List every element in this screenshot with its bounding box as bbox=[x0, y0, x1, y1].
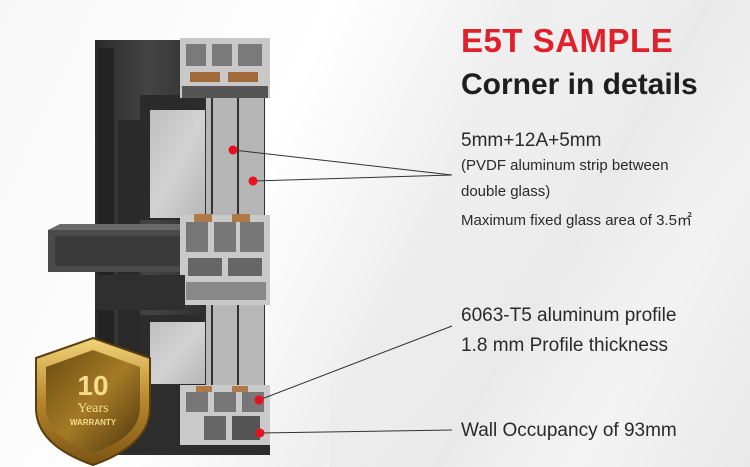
top-profile-section bbox=[180, 38, 270, 98]
callouts bbox=[228, 145, 453, 438]
upper-glass-pane bbox=[140, 95, 264, 220]
lower-glass-pane bbox=[140, 305, 264, 385]
spec-wall-occupancy: Wall Occupancy of 93mm bbox=[461, 420, 677, 441]
transom-profile-section bbox=[48, 214, 270, 310]
spec-glass-note-2: double glass) bbox=[461, 183, 551, 200]
glass-edges bbox=[211, 98, 239, 388]
spec-profile-thickness: 1.8 mm Profile thickness bbox=[461, 335, 668, 356]
spec-glass-note-1: (PVDF aluminum strip between bbox=[461, 157, 669, 174]
warranty-badge: 10 Years WARRANTY bbox=[35, 336, 151, 467]
marker-wall bbox=[255, 428, 265, 438]
badge-number: 10 bbox=[77, 370, 108, 401]
product-subtitle: Corner in details bbox=[461, 68, 698, 101]
marker-glass-inner bbox=[248, 176, 258, 186]
marker-glass-outer bbox=[228, 145, 238, 155]
spec-glass-size: 5mm+12A+5mm bbox=[461, 130, 602, 151]
marker-profile bbox=[254, 395, 264, 405]
spec-profile-alloy: 6063-T5 aluminum profile bbox=[461, 305, 677, 326]
badge-years: Years bbox=[77, 401, 108, 416]
spec-glass-area: Maximum fixed glass area of 3.5㎡ bbox=[461, 212, 692, 229]
badge-warranty: WARRANTY bbox=[70, 418, 117, 427]
product-title: E5T SAMPLE bbox=[461, 22, 674, 59]
